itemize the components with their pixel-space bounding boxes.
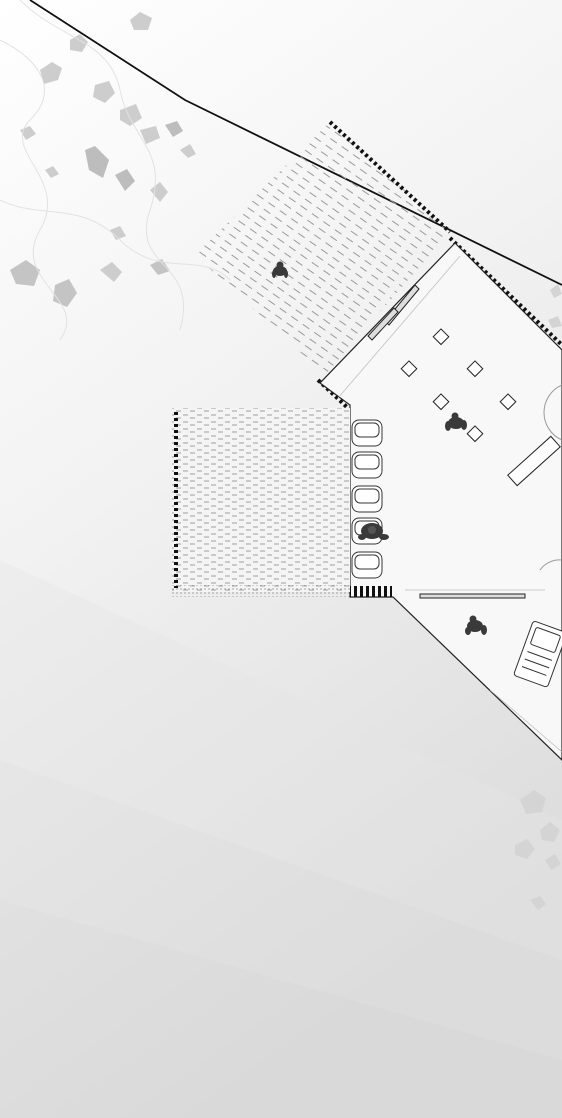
contour-lines <box>0 0 231 341</box>
counter-bench <box>507 435 561 487</box>
glass-panel-bottom <box>419 593 526 599</box>
lounge-chair <box>351 451 383 479</box>
threshold-hatch <box>350 586 392 597</box>
curved-wall-lower <box>539 559 562 571</box>
recliner-chair <box>513 620 562 688</box>
paved-terrace <box>172 408 350 592</box>
curved-wall <box>543 384 562 441</box>
terrain-bands <box>0 560 562 1118</box>
person-figure <box>358 523 389 540</box>
people-figures <box>272 261 487 635</box>
shrub-foliage <box>515 284 562 910</box>
lounge-chair <box>351 551 383 579</box>
lounge-chairs <box>351 419 383 579</box>
grass-field <box>195 122 450 375</box>
person-figure <box>465 615 487 635</box>
glass-panel-top <box>367 284 420 341</box>
stools <box>400 328 517 443</box>
person-figure <box>272 261 288 278</box>
tree-canopy-foliage <box>10 12 196 307</box>
person-figure <box>445 412 467 431</box>
gravel-edge <box>172 585 350 597</box>
lounge-chair <box>351 485 383 513</box>
lounge-chair <box>351 419 383 447</box>
